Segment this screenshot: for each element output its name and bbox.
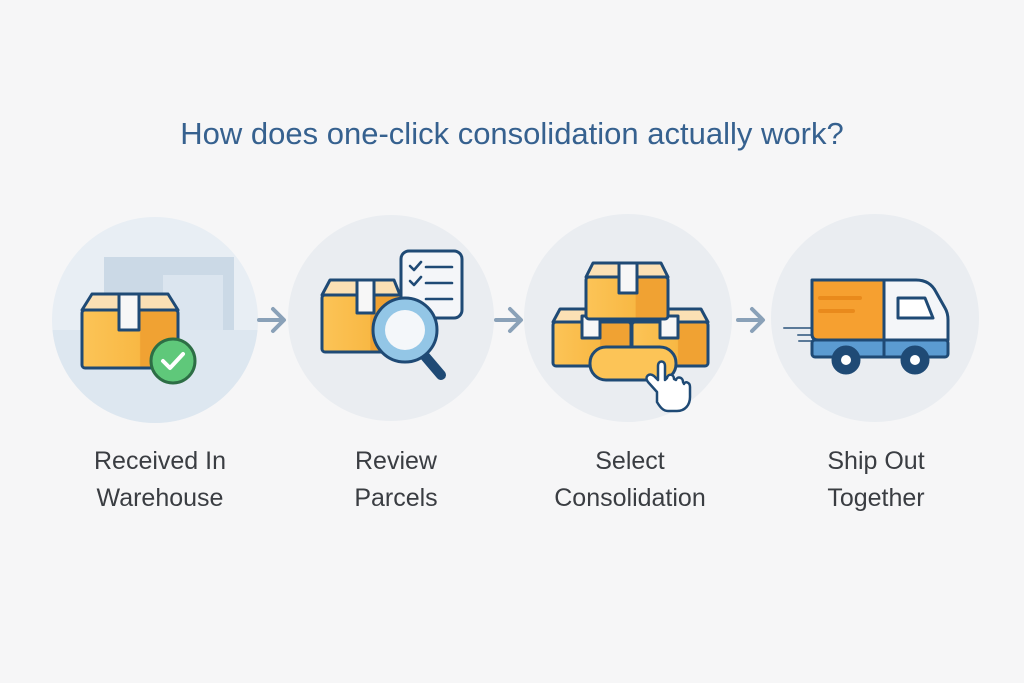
- step-4-label-line2: Together: [827, 484, 925, 512]
- step-4-label-line1: Ship Out: [827, 447, 925, 475]
- box-magnifier-checklist-icon: [320, 249, 464, 380]
- box-check-icon: [80, 292, 197, 385]
- arrow-right-icon: [494, 307, 523, 333]
- step-4-label: Ship Out Together: [756, 443, 996, 517]
- step-1-label-line1: Received In: [93, 447, 227, 475]
- step-2-label-line1: Review: [355, 447, 437, 475]
- arrow-right-icon: [736, 307, 765, 333]
- step-1-label-line2: Warehouse: [96, 484, 224, 512]
- delivery-truck-icon: [783, 278, 950, 375]
- step-3-label-line1: Select: [595, 447, 665, 475]
- step-2-label-line2: Parcels: [354, 484, 438, 512]
- step-2-label: Review Parcels: [276, 443, 516, 517]
- step-1-label: Received In Warehouse: [40, 443, 280, 517]
- step-3-label-line2: Consolidation: [554, 484, 706, 512]
- stacked-boxes-click-icon: [551, 261, 710, 413]
- step-3-label: Select Consolidation: [510, 443, 750, 517]
- arrow-right-icon: [257, 307, 286, 333]
- page-title: How does one-click consolidation actuall…: [180, 116, 844, 151]
